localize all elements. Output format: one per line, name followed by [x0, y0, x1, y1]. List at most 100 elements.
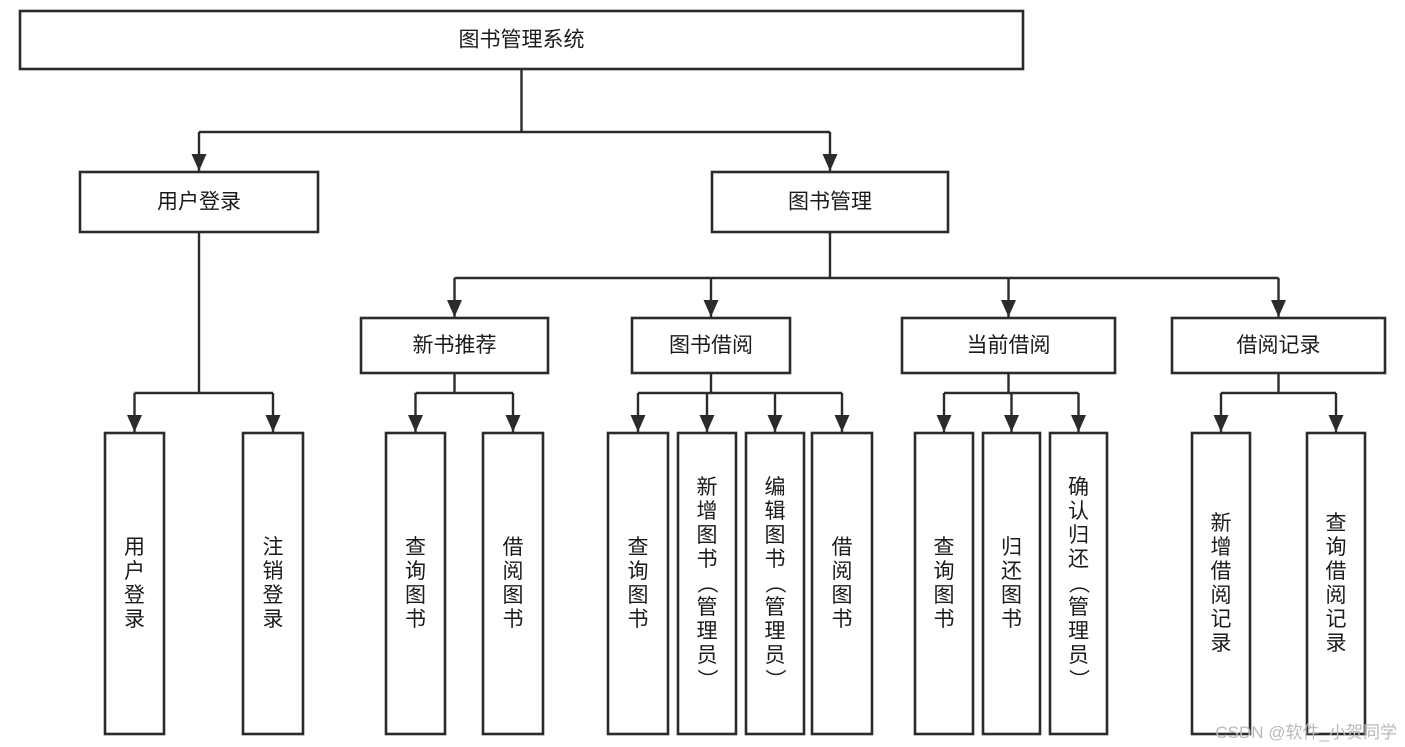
node-label-l_query_book_b-char: 询	[628, 560, 649, 583]
arrow-head-icon	[447, 300, 462, 317]
node-label-l_add_book-char: 员	[697, 644, 718, 667]
node-label-l_borrow_book_b-char: 借	[832, 536, 853, 559]
node-box-l_query_record	[1305, 431, 1367, 736]
node-box-l_confirm_return	[1048, 431, 1109, 736]
node-n_book_mgmt[interactable]: 图书管理	[710, 170, 950, 234]
node-label-l_user_login-char: 户	[124, 560, 145, 583]
arrow-head-icon	[630, 415, 646, 432]
node-box-l_logout	[241, 431, 305, 736]
node-n_current_borrow[interactable]: 当前借阅	[900, 316, 1117, 375]
node-label-l_query_book_c-char: 询	[934, 560, 955, 583]
node-label-l_logout-char: 登	[263, 584, 284, 607]
node-box-l_query_book_a	[384, 431, 447, 736]
node-label-l_return_book-char: 书	[1001, 608, 1022, 631]
node-label-l_edit_book-char: 理	[765, 620, 786, 643]
node-l_user_login[interactable]: 用户登录	[103, 431, 166, 736]
node-label-l_confirm_return-char: 理	[1068, 620, 1089, 643]
node-label-l_add_book-char: 图	[697, 524, 718, 547]
node-layer: 图书管理系统用户登录图书管理新书推荐图书借阅当前借阅借阅记录用户登录注销登录查询…	[18, 9, 1387, 736]
arrow-head-icon	[505, 415, 521, 432]
node-box-l_return_book	[981, 431, 1042, 736]
edge-group-n_borrow_record	[1213, 373, 1344, 432]
node-label-l_add_record-char: 记	[1211, 608, 1232, 631]
node-label-l_logout-char: 销	[263, 560, 284, 583]
node-label-l_query_record-char: 询	[1326, 536, 1347, 559]
node-n_user_login[interactable]: 用户登录	[78, 170, 320, 234]
node-n_borrow_record[interactable]: 借阅记录	[1170, 316, 1387, 375]
node-label-l_confirm_return-char: 认	[1068, 500, 1089, 523]
node-n_book_borrow[interactable]: 图书借阅	[630, 316, 792, 375]
node-box-n_new_book_rec	[359, 316, 550, 375]
node-label-l_add_record-char: 新	[1211, 512, 1232, 535]
node-label-l_borrow_book_a-char: 借	[503, 536, 524, 559]
node-root[interactable]: 图书管理系统	[18, 9, 1025, 71]
node-label-l_return_book-char: 还	[1001, 560, 1022, 583]
edge-group-n_new_book_rec	[408, 373, 521, 432]
arrow-head-icon	[1271, 300, 1286, 317]
arrow-head-icon	[767, 415, 783, 432]
node-label-n_borrow_record: 借阅记录	[1237, 334, 1321, 357]
node-label-l_query_record-char: 阅	[1326, 584, 1347, 607]
edge-group-n_user_login	[127, 232, 281, 432]
node-label-l_add_record-char: 借	[1211, 560, 1232, 583]
node-label-l_add_record-char: 阅	[1211, 584, 1232, 607]
arrow-head-icon	[127, 415, 142, 432]
node-label-n_new_book_rec: 新书推荐	[413, 334, 497, 357]
node-label-l_confirm_return-char: 管	[1068, 596, 1089, 619]
node-label-l_add_book-char: 书	[697, 548, 718, 571]
node-label-l_edit_book-char: 图	[765, 524, 786, 547]
connector-layer	[127, 69, 1344, 432]
node-label-l_borrow_book_b-char: 图	[832, 584, 853, 607]
arrow-head-icon	[703, 300, 719, 317]
node-label-l_query_record-char: 查	[1326, 512, 1347, 535]
node-box-l_query_book_b	[606, 431, 670, 736]
node-label-l_logout-char: 录	[263, 608, 284, 631]
edge-group-n_book_mgmt	[447, 232, 1286, 317]
node-label-l_edit_book-char: 管	[765, 596, 786, 619]
node-box-l_borrow_book_a	[481, 431, 545, 736]
node-label-l_query_book_b-char: 书	[628, 608, 649, 631]
node-label-l_confirm_return-char: 员	[1068, 644, 1089, 667]
node-label-l_user_login-char: 登	[124, 584, 145, 607]
arrow-head-icon	[1071, 415, 1086, 432]
node-label-l_confirm_return-char: ）	[1067, 669, 1090, 690]
node-label-l_query_book_a-char: 查	[405, 536, 426, 559]
node-label-l_add_book-char: 新	[697, 476, 718, 499]
node-label-l_query_book_c-char: 查	[934, 536, 955, 559]
node-label-l_edit_book-char: 员	[765, 644, 786, 667]
watermark-label: CSDN @软件_小贺同学	[1215, 723, 1397, 742]
node-label-n_book_mgmt: 图书管理	[788, 191, 872, 214]
node-box-root	[18, 9, 1025, 71]
node-label-n_book_borrow: 图书借阅	[669, 334, 753, 357]
arrow-head-icon	[1213, 415, 1229, 432]
arrow-head-icon	[936, 415, 952, 432]
node-label-l_query_book_a-char: 书	[405, 608, 426, 631]
node-label-l_edit_book-char: 辑	[765, 500, 786, 523]
node-label-l_return_book-char: 图	[1001, 584, 1022, 607]
node-label-l_user_login-char: 录	[124, 608, 145, 631]
node-label-l_edit_book-char: ）	[763, 669, 786, 690]
node-label-l_confirm_return-char: 还	[1068, 548, 1089, 571]
node-label-l_borrow_book_b-char: 阅	[832, 560, 853, 583]
node-n_new_book_rec[interactable]: 新书推荐	[359, 316, 550, 375]
node-box-n_book_mgmt	[710, 170, 950, 234]
node-label-l_borrow_book_a-char: 书	[503, 608, 524, 631]
edge-group-n_current_borrow	[936, 373, 1086, 432]
node-label-l_return_book-char: 归	[1001, 536, 1022, 559]
node-box-l_query_book_c	[913, 431, 975, 736]
arrow-head-icon	[822, 154, 838, 171]
node-label-l_user_login-char: 用	[124, 536, 145, 559]
node-box-l_add_book	[676, 431, 738, 736]
